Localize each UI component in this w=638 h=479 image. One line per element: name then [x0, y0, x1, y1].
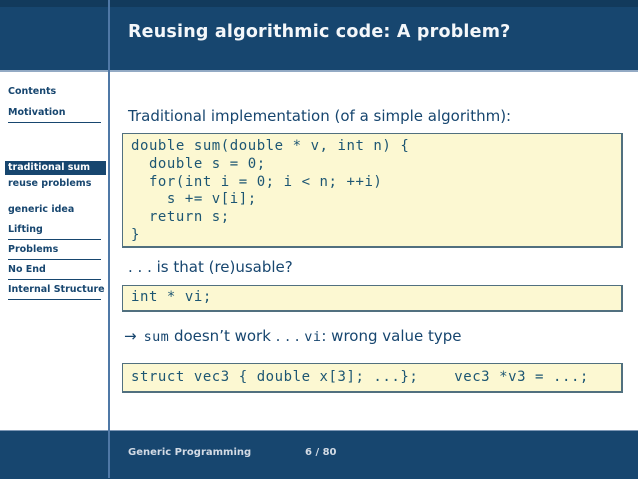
footer-page-number: 6 / 80: [305, 447, 337, 458]
code-block-struct-vec3: struct vec3 { double x[3]; ...}; vec3 *v…: [122, 363, 623, 393]
slide-title: Reusing algorithmic code: A problem?: [128, 22, 511, 42]
footer-course-title: Generic Programming: [128, 447, 252, 458]
slide-header: Reusing algorithmic code: A problem?: [0, 0, 638, 70]
sidebar-item-generic-idea[interactable]: generic idea: [8, 204, 75, 215]
sidebar-divider: [108, 0, 110, 478]
conclusion-suffix-text: : wrong value type: [321, 327, 462, 345]
code-block-int-vi: int * vi;: [122, 285, 623, 312]
sidebar-item-traditional-sum[interactable]: traditional sum: [5, 161, 106, 175]
header-separator-line: [0, 70, 638, 72]
code-block-sum-function: double sum(double * v, int n) { double s…: [122, 133, 623, 248]
conclusion-code-vi: vi: [304, 329, 322, 345]
slide-footer: Generic Programming 6 / 80: [0, 430, 638, 479]
paragraph-heading: Traditional implementation (of a simple …: [128, 107, 512, 125]
sidebar-item-motivation[interactable]: Motivation: [8, 107, 101, 123]
sidebar-item-lifting[interactable]: Lifting: [8, 224, 101, 240]
conclusion-code-sum: sum: [143, 329, 170, 345]
sidebar-item-contents[interactable]: Contents: [8, 86, 57, 97]
sidebar-item-reuse-problems[interactable]: reuse problems: [8, 178, 92, 189]
sidebar-item-internal-structure[interactable]: Internal Structure: [8, 284, 105, 300]
header-top-strip: [0, 0, 638, 7]
conclusion-line: → sum doesn’t work . . . vi: wrong value …: [124, 326, 462, 347]
arrow-icon: →: [124, 327, 137, 345]
sidebar-item-problems[interactable]: Problems: [8, 244, 101, 260]
conclusion-mid-text: doesn’t work . . .: [169, 327, 305, 345]
sidebar-item-no-end[interactable]: No End: [8, 264, 101, 280]
question-text: . . . is that (re)usable?: [128, 258, 293, 276]
